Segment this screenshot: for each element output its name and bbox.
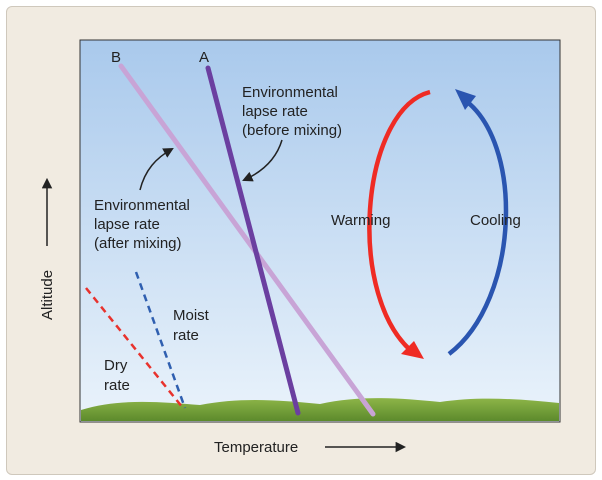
line-b-label: B [111, 49, 121, 66]
env-after-line1: Environmental [94, 197, 190, 214]
env-before-line2: lapse rate [242, 103, 308, 120]
moist-line2: rate [173, 327, 199, 344]
cooling-arc [447, 96, 509, 356]
warming-arrowhead [401, 341, 424, 359]
ground [81, 398, 559, 421]
y-axis-label-group: Altitude [39, 177, 56, 320]
warming-arc [367, 89, 431, 356]
env-before-arrow [242, 139, 283, 182]
dry-line1: Dry [104, 357, 128, 374]
env-after-arrow [139, 147, 174, 191]
env-before-label: Environmental lapse rate (before mixing) [242, 84, 342, 139]
x-axis-label: Temperature [214, 439, 298, 456]
env-after-line2: lapse rate [94, 216, 160, 233]
env-after-line3: (after mixing) [94, 235, 182, 252]
env-before-line1: Environmental [242, 84, 338, 101]
moist-label: Moist rate [173, 307, 213, 344]
dry-rate-line [85, 287, 184, 409]
warming-label: Warming [331, 212, 390, 229]
cooling-label: Cooling [470, 212, 521, 229]
y-axis-label: Altitude [39, 270, 56, 320]
moist-line1: Moist [173, 307, 210, 324]
dry-line2: rate [104, 377, 130, 394]
env-after-label: Environmental lapse rate (after mixing) [94, 197, 194, 252]
moist-rate-line [134, 271, 187, 409]
line-b [118, 63, 376, 417]
dry-label: Dry rate [104, 357, 132, 394]
line-a [205, 65, 301, 416]
env-before-line3: (before mixing) [242, 122, 342, 139]
line-a-label: A [199, 49, 209, 66]
sky-panel [79, 39, 561, 423]
cooling-arrowhead [455, 89, 476, 110]
